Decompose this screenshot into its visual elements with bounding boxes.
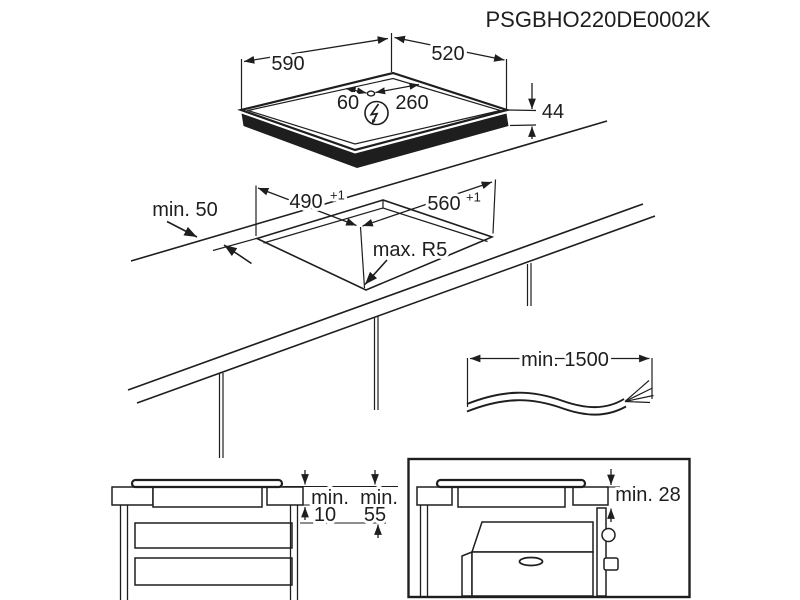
gap-value-2: 55 bbox=[364, 504, 386, 526]
connection-position-dimension: 60 260 bbox=[334, 82, 432, 117]
oven-clearance-label: min. 28 bbox=[615, 484, 681, 506]
gap-value-1: 10 bbox=[314, 504, 336, 526]
worktop-cutout-view: 490 +1 560 +1 min. 50 max. R5 bbox=[127, 120, 656, 458]
cabinet-legs bbox=[218, 263, 532, 458]
hob-height-dimension: 44 bbox=[507, 83, 567, 139]
hob-width-label: 590 bbox=[271, 53, 304, 75]
cutout-width-dimension: 560 +1 bbox=[362, 179, 497, 234]
worktop-front-edge-bottom bbox=[136, 215, 656, 404]
model-code: PSGBHO220DE0002K bbox=[485, 7, 710, 32]
worktop-section-right bbox=[266, 486, 304, 506]
hob-glass-section-oven bbox=[435, 478, 587, 489]
built-in-oven bbox=[461, 507, 619, 597]
cutout-depth-tolerance: +1 bbox=[330, 188, 345, 203]
cutout-width-label: 560 bbox=[427, 193, 460, 215]
hob-depth-dimension: 520 bbox=[390, 33, 508, 111]
worktop-section-right-oven bbox=[572, 486, 609, 506]
hob-body-section-oven bbox=[457, 486, 566, 508]
lightning-bolt-icon bbox=[364, 100, 389, 126]
hob-glass-border bbox=[245, 77, 503, 145]
cable-lower-line bbox=[466, 399, 627, 416]
hob-glass-section bbox=[130, 478, 284, 489]
drawer-front-lower bbox=[134, 557, 293, 586]
oven-knob bbox=[603, 557, 619, 571]
rear-clearance-label: min. 50 bbox=[152, 199, 218, 221]
hob-body-section bbox=[152, 486, 263, 508]
oven-front-face bbox=[471, 551, 594, 597]
side-view-oven-clearance: min. 28 bbox=[407, 457, 691, 599]
connection-offset-right-label: 260 bbox=[395, 92, 428, 114]
worktop-front-edge-top bbox=[127, 203, 644, 391]
gap-min-label-1: min. bbox=[311, 487, 349, 509]
cable-length-view: min. 1500 bbox=[466, 346, 654, 416]
worktop-section-left bbox=[111, 486, 154, 506]
cable-wire-strands bbox=[624, 380, 654, 404]
cutout-depth-label: 490 bbox=[289, 191, 322, 213]
hob-isometric-view: 590 520 44 60 260 bbox=[237, 33, 567, 168]
oven-left-side bbox=[461, 550, 473, 597]
side-view-drawer-clearance: min. 10 min. 55 bbox=[111, 470, 401, 600]
rear-clearance-annotation: min. 50 bbox=[149, 196, 259, 265]
hob-width-dimension: 590 bbox=[240, 36, 389, 109]
gap-dimension-arrows bbox=[301, 470, 382, 538]
corner-radius-label: max. R5 bbox=[373, 239, 447, 261]
worktop-section-left-oven bbox=[416, 486, 453, 506]
corner-radius-annotation: max. R5 bbox=[364, 236, 450, 286]
drawer-front-upper bbox=[134, 522, 293, 549]
cutout-width-tolerance: +1 bbox=[466, 190, 481, 205]
hob-depth-label: 520 bbox=[431, 43, 464, 65]
cabinet-walls bbox=[119, 505, 299, 600]
cutout-depth-dimension: 490 +1 bbox=[255, 185, 366, 289]
hob-body-side bbox=[241, 113, 509, 168]
cable-upper-line bbox=[466, 391, 625, 409]
hob-height-label: 44 bbox=[542, 101, 564, 123]
oven-side-panel bbox=[596, 507, 607, 597]
panel-border bbox=[407, 457, 691, 599]
cable-length-label: min. 1500 bbox=[521, 349, 609, 371]
oven-handle bbox=[518, 556, 544, 567]
connection-offset-left-label: 60 bbox=[337, 92, 359, 114]
gap-min-label-2: min. bbox=[360, 487, 398, 509]
connection-point bbox=[366, 90, 376, 97]
oven-side-detail bbox=[601, 527, 616, 543]
oven-top-face bbox=[470, 521, 594, 553]
